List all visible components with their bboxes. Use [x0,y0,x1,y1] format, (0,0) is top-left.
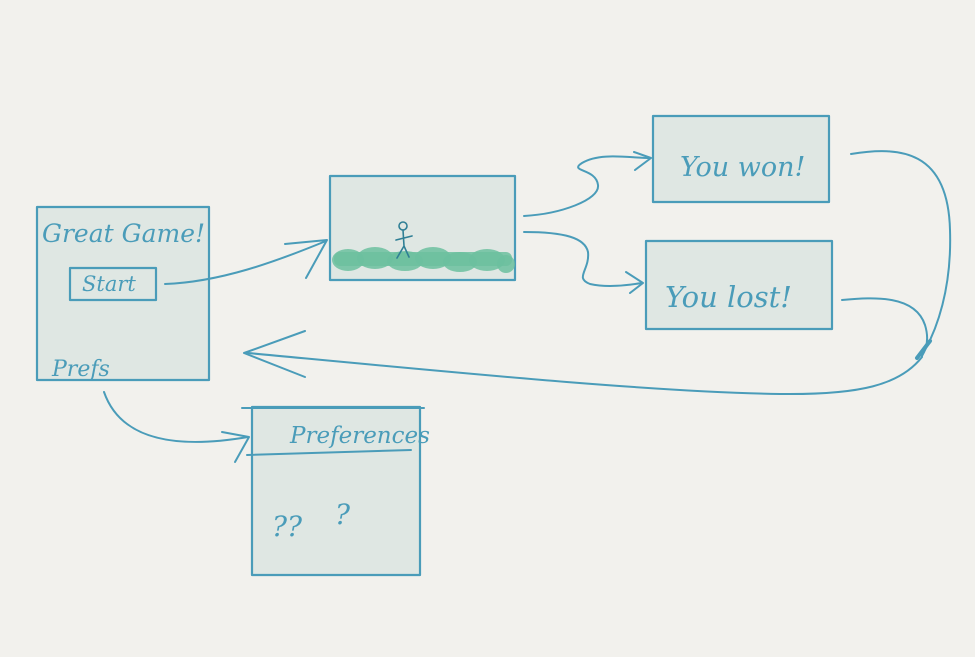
player-character [395,221,413,259]
arrow-won-return [850,150,952,351]
preferences-screen-frame [250,405,422,577]
prefs-link[interactable]: Prefs [51,357,110,382]
arrow-prefs-to-preferences [103,391,250,463]
lost-screen: You lost! [644,239,834,331]
start-button[interactable]: Start [68,266,158,302]
won-screen-frame [651,114,831,204]
game-screen [328,174,517,282]
lost-screen-frame [644,239,834,331]
arrow-lost-return [841,297,929,357]
title-screen: Great Game! Start Prefs [35,205,211,382]
preferences-header-divider [246,449,412,456]
won-screen: You won! [651,114,831,204]
won-message: You won! [680,152,805,183]
arrow-start-to-game [164,239,328,285]
preferences-screen: Preferences ?? ? [241,405,430,577]
start-button-label[interactable]: Start [82,272,136,296]
title-screen-title: Great Game! [42,219,205,248]
lost-message: You lost! [665,280,792,314]
preferences-body-extra: ? [335,498,351,531]
start-button-frame[interactable] [68,266,158,302]
preferences-title: Preferences [289,423,430,449]
arrow-game-to-won [523,151,652,217]
grass-ground [332,247,515,273]
arrow-return-to-title [243,330,923,396]
arrow-game-to-lost [523,231,644,294]
arrow-merge-mark [915,339,932,360]
preferences-body: ?? [272,510,303,543]
